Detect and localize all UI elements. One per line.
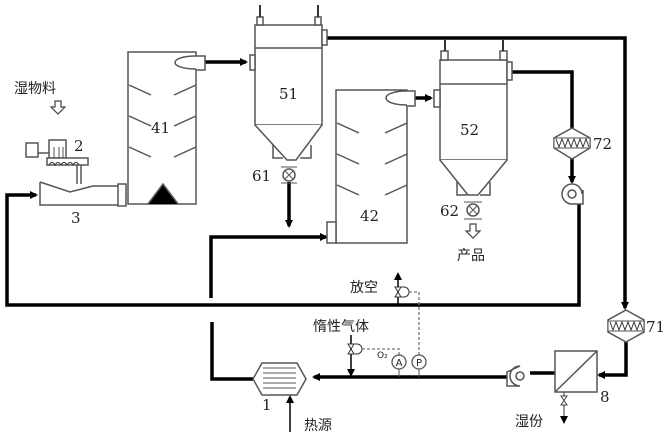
separator-51: [250, 5, 327, 160]
filter-72-number: 72: [593, 135, 612, 153]
vent-valve: [395, 274, 409, 305]
pressure-label: P: [416, 358, 422, 369]
o2-label: O₂: [377, 351, 388, 361]
filter-71-number: 71: [646, 318, 665, 336]
heater-number: 1: [262, 396, 272, 414]
wet-material-label: 湿物料: [14, 81, 56, 97]
analyzer-label: A: [396, 358, 403, 369]
oxygen-analyzer: A: [392, 355, 406, 377]
separator-51-number: 51: [279, 85, 298, 103]
moisture-label: 湿份: [515, 414, 543, 430]
separator-52: [434, 40, 512, 195]
blower-fan-lower: [507, 366, 524, 386]
condenser-number: 8: [600, 388, 610, 406]
valve-61-number: 61: [252, 167, 271, 185]
heat-source-label: 热源: [304, 418, 332, 434]
product-label: 产品: [457, 248, 485, 264]
blower-fan-upper: [562, 184, 583, 204]
filter-72: [554, 128, 590, 159]
inert-gas-label: 惰性气体: [313, 319, 369, 335]
feeder-number: 2: [74, 137, 84, 155]
heater-1: [253, 363, 306, 395]
mixer-number: 3: [71, 209, 81, 227]
rotary-valve-61: [281, 167, 297, 183]
valve-62-number: 62: [440, 202, 459, 220]
inert-gas-valve: [348, 335, 362, 375]
product-arrow-icon: [466, 224, 480, 238]
filter-71: [608, 310, 644, 342]
dryer-42-number: 42: [360, 207, 379, 225]
rotary-valve-62: [464, 202, 482, 219]
separator-52-number: 52: [460, 121, 479, 139]
mixer-trough: [40, 182, 126, 206]
vent-label: 放空: [350, 280, 378, 296]
feed-arrow-icon: [51, 101, 65, 114]
condenser-8: [555, 351, 597, 422]
dryer-41-number: 41: [151, 119, 170, 137]
pressure-control-signal: [409, 292, 419, 355]
pressure-gauge: P: [412, 355, 426, 377]
